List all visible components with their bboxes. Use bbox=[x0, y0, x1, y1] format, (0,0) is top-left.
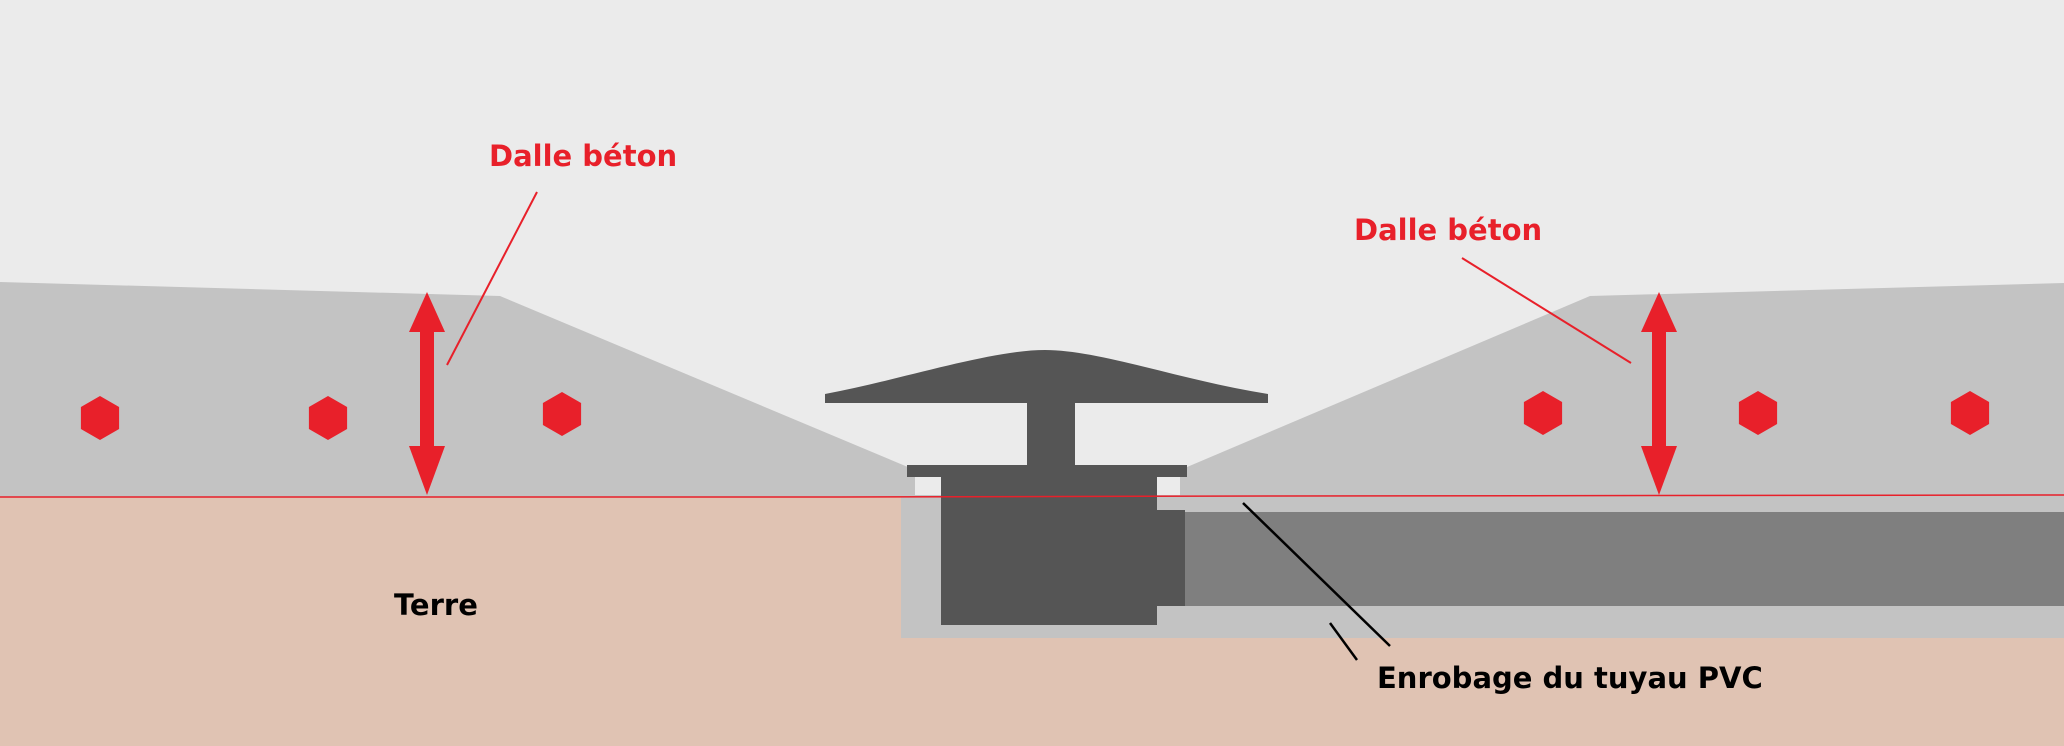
concrete-slab-right bbox=[1180, 283, 2064, 497]
label-enrobage: Enrobage du tuyau PVC bbox=[1377, 661, 1763, 695]
drain-outlet bbox=[1157, 510, 1185, 606]
hexagon-icon bbox=[80, 396, 120, 440]
label-dalle-beton-right: Dalle béton bbox=[1354, 213, 1543, 247]
drain-grate-top bbox=[825, 350, 1268, 403]
hexagon-icon bbox=[1738, 391, 1778, 435]
hexagon-icon bbox=[542, 392, 582, 436]
hexagon-icon bbox=[1950, 391, 1990, 435]
drain-flange bbox=[907, 465, 1187, 477]
drain-grate-stem bbox=[1027, 403, 1075, 467]
thickness-arrow-left bbox=[409, 292, 445, 495]
pvc-pipe bbox=[1185, 512, 2064, 606]
label-dalle-beton-left: Dalle béton bbox=[489, 139, 678, 173]
drain-body bbox=[941, 477, 1157, 625]
slab-base-line bbox=[0, 494, 2064, 498]
label-terre: Terre bbox=[394, 588, 478, 622]
leader-line-coating-tick bbox=[1328, 622, 1359, 661]
leader-line-slab-left bbox=[446, 191, 538, 366]
hexagon-icon bbox=[1523, 391, 1563, 435]
concrete-slab-left bbox=[0, 282, 915, 497]
rebar-group bbox=[80, 391, 1990, 440]
hexagon-icon bbox=[308, 396, 348, 440]
leader-line-coating bbox=[1242, 502, 1391, 647]
thickness-arrow-right bbox=[1641, 292, 1677, 495]
leader-line-slab-right bbox=[1461, 257, 1632, 364]
